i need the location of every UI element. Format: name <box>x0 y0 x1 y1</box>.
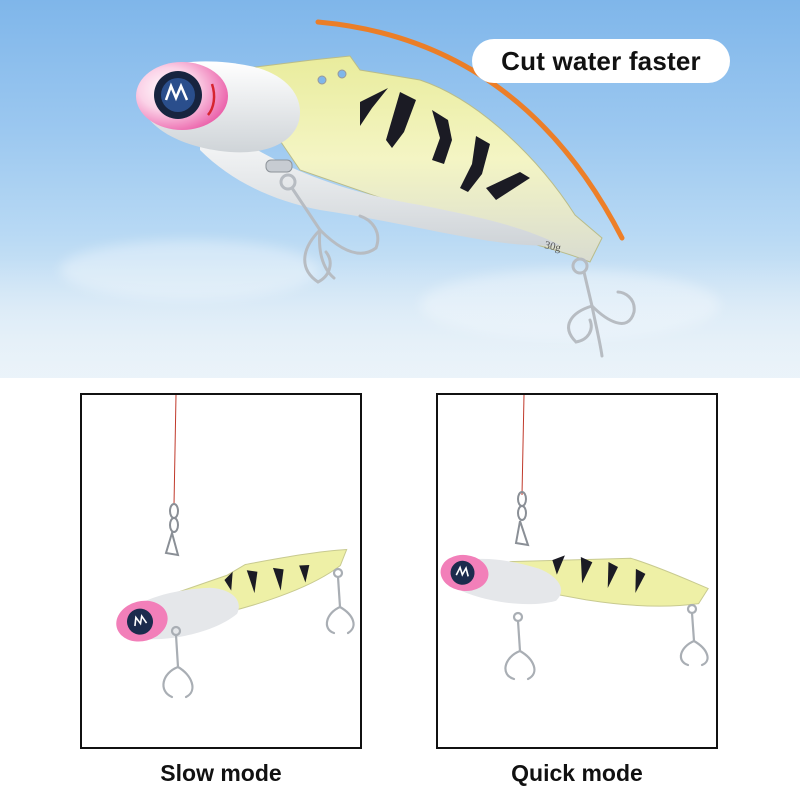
tagline-badge: Cut water faster <box>472 39 730 83</box>
lure-stripe <box>224 571 233 591</box>
treble-hook-icon <box>325 567 355 635</box>
swivel-snap-icon <box>514 491 530 547</box>
lure-stripe <box>272 567 284 591</box>
horizon-haze <box>0 258 800 378</box>
lure-stripe <box>607 561 618 589</box>
treble-hook-icon <box>265 159 380 284</box>
slow-mode-illustration <box>116 395 355 699</box>
treble-hook-icon <box>567 257 636 358</box>
lure-stripe <box>299 564 310 583</box>
treble-hook-icon <box>504 611 536 681</box>
line-tie-hole <box>337 69 347 79</box>
speed-arc-icon <box>315 19 625 241</box>
hero-banner: 30g Cut water faster <box>0 0 800 378</box>
treble-hook-icon <box>162 625 194 699</box>
slow-mode-panel <box>80 393 362 749</box>
lure-belly <box>200 110 560 246</box>
fishing-line-icon <box>521 395 525 496</box>
lure-stripe <box>360 88 388 126</box>
swivel-snap-icon <box>164 503 180 557</box>
treble-hook-icon <box>679 603 709 667</box>
quick-mode-caption: Quick mode <box>511 760 643 786</box>
line-tie-hole <box>317 75 327 85</box>
quick-mode-panel <box>436 393 718 749</box>
slow-mode-caption: Slow mode <box>160 760 282 786</box>
lure-stripe <box>432 110 452 164</box>
lure-stripe <box>580 557 593 584</box>
weight-mark: 30g <box>543 239 562 254</box>
lure-stripe <box>386 92 416 148</box>
quick-mode-illustration <box>440 395 709 681</box>
lure-stripe <box>246 570 258 594</box>
lure-stripe <box>460 136 490 192</box>
lure-stripe <box>635 568 646 593</box>
fishing-line-icon <box>173 395 177 506</box>
lure-stripe <box>486 172 530 200</box>
hero-lure-illustration: 30g <box>136 19 636 358</box>
lure-stripe <box>552 555 565 575</box>
